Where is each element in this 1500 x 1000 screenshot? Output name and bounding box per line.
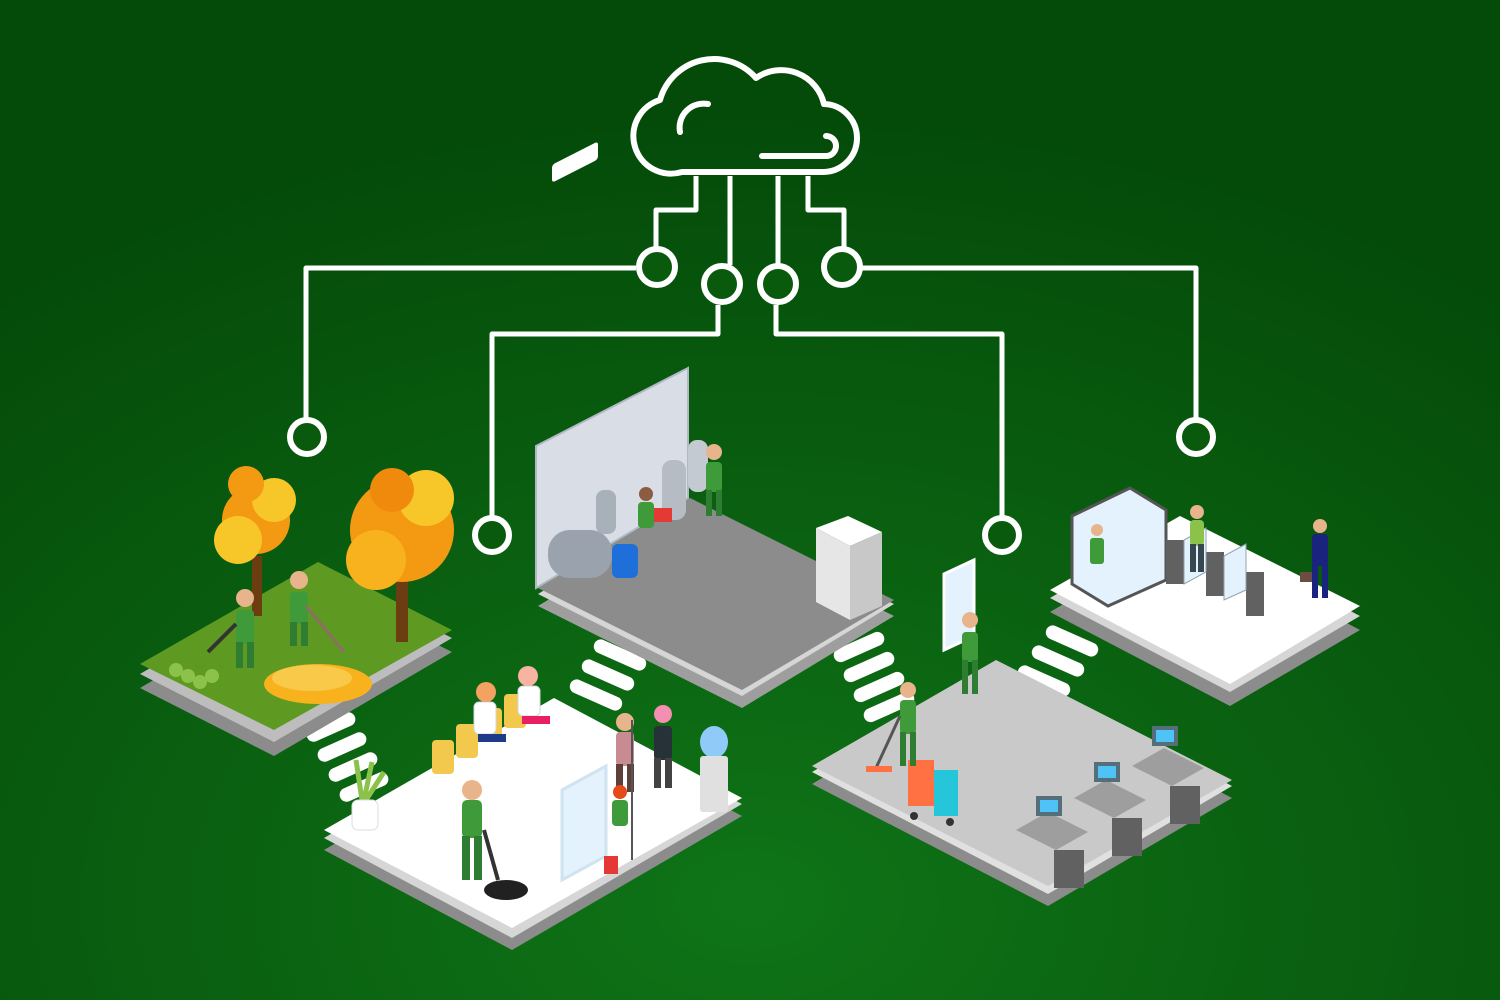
business-person bbox=[1300, 519, 1328, 598]
computer-desk-icon bbox=[1074, 762, 1146, 856]
office-scene bbox=[812, 557, 1232, 906]
potted-plant bbox=[351, 759, 387, 831]
leaf-pile bbox=[264, 664, 372, 704]
window-cleaner bbox=[962, 612, 978, 694]
boiler-technician bbox=[706, 444, 722, 516]
seated-visitor bbox=[517, 666, 550, 724]
endpoint-node-icon bbox=[982, 515, 1022, 555]
boiler-icon bbox=[548, 490, 638, 578]
water-cooler-icon bbox=[700, 726, 728, 812]
entrance-scene bbox=[1050, 486, 1360, 706]
bushes bbox=[169, 663, 219, 689]
kneeling-technician bbox=[638, 487, 672, 528]
autumn-tree-icon bbox=[346, 468, 454, 642]
autumn-tree-icon bbox=[214, 466, 296, 616]
boiler-room-scene bbox=[535, 142, 894, 708]
endpoint-node-icon bbox=[472, 515, 512, 555]
computer-desk-icon bbox=[1132, 726, 1204, 824]
gardener-with-blower bbox=[206, 589, 254, 668]
gardener-with-rake bbox=[290, 571, 346, 653]
computer-desk-icon bbox=[1016, 796, 1088, 888]
cleaning-cart bbox=[908, 760, 958, 826]
connector-node-icon bbox=[757, 263, 799, 305]
air-conditioner bbox=[552, 142, 598, 182]
cloud-icon bbox=[630, 55, 860, 177]
garden-scene bbox=[140, 466, 454, 756]
seated-visitor bbox=[473, 682, 506, 742]
endpoint-node-icon bbox=[1176, 417, 1216, 457]
business-person bbox=[654, 705, 672, 788]
connector-node-icon bbox=[636, 246, 678, 288]
window-cleaner bbox=[604, 720, 633, 874]
lobby-scene bbox=[324, 666, 742, 950]
floor-polisher-worker bbox=[462, 780, 528, 900]
staircases bbox=[306, 605, 1113, 802]
employee bbox=[1190, 505, 1204, 572]
business-person bbox=[616, 713, 634, 792]
connector-node-icon bbox=[701, 263, 743, 305]
stairs-boiler-office bbox=[833, 631, 915, 723]
turnstile-icon bbox=[1166, 527, 1264, 616]
connector-lines bbox=[303, 176, 1199, 516]
electrical-cabinet bbox=[816, 516, 882, 620]
water-heaters bbox=[662, 440, 708, 520]
endpoint-node-icon bbox=[287, 417, 327, 457]
connector-node-icon bbox=[821, 246, 863, 288]
mopping-worker bbox=[866, 682, 916, 772]
connector-nodes bbox=[287, 246, 1216, 555]
